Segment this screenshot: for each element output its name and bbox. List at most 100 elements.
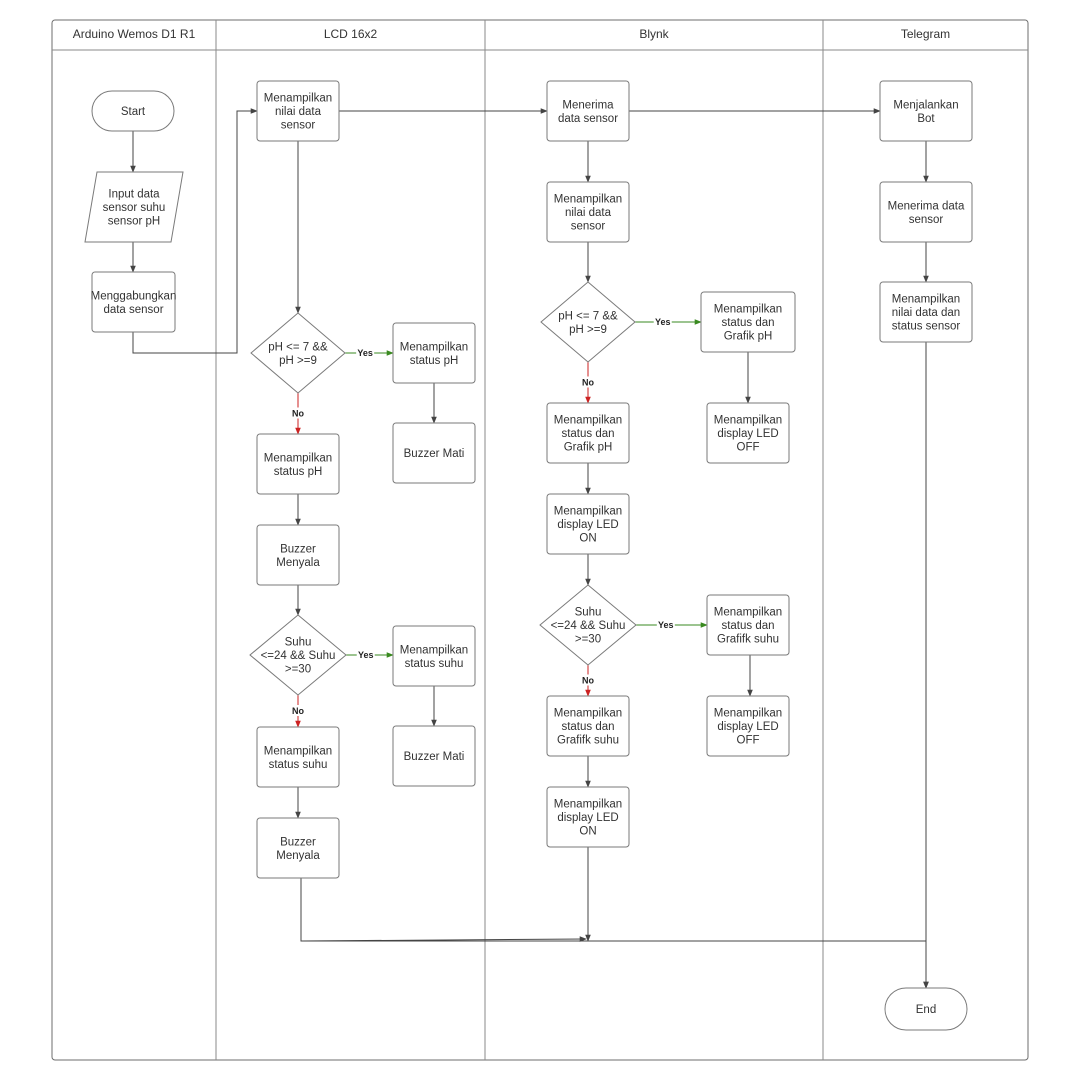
node-lcd_buzz_off1: Buzzer Mati bbox=[392, 422, 476, 484]
edge-label-yes: Yes bbox=[658, 620, 674, 630]
process-box bbox=[546, 402, 630, 464]
lane-title-telegram: Telegram bbox=[901, 27, 950, 41]
connector-merge-to-lcd_show bbox=[132, 108, 258, 354]
node-label: Buzzer Mati bbox=[404, 448, 465, 460]
node-label: Buzzer Mati bbox=[404, 751, 465, 763]
process-box bbox=[879, 281, 973, 343]
edge-label-bg bbox=[579, 674, 597, 686]
node-label: pH <= 7 &&pH >=9 bbox=[558, 310, 618, 336]
decision-diamond bbox=[250, 312, 346, 394]
edge-label-bg bbox=[579, 376, 597, 388]
lane-title-lcd: LCD 16x2 bbox=[324, 27, 378, 41]
node-label: pH <= 7 &&pH >=9 bbox=[268, 341, 328, 367]
edge-label-no: No bbox=[582, 676, 594, 686]
edge-label-bg bbox=[653, 316, 672, 327]
process-box bbox=[879, 181, 973, 243]
edge-label-yes: Yes bbox=[357, 348, 373, 358]
edge-label-yes: Yes bbox=[655, 317, 671, 327]
edge-label-no: No bbox=[292, 409, 304, 419]
process-box bbox=[706, 402, 790, 464]
edge-label-yes: Yes bbox=[358, 650, 374, 660]
process-box bbox=[546, 80, 630, 142]
process-box bbox=[256, 817, 340, 879]
process-box bbox=[392, 625, 476, 687]
edge-label-bg bbox=[289, 705, 307, 716]
node-label: Suhu<=24 && Suhu>=30 bbox=[261, 637, 336, 676]
decision-diamond bbox=[249, 614, 347, 696]
edge-label-bg bbox=[356, 347, 375, 358]
connector-merge-arrow bbox=[300, 936, 587, 942]
edge-label-no: No bbox=[292, 706, 304, 716]
node-bl_suhu_dec: Suhu<=24 && Suhu>=30 bbox=[539, 584, 637, 666]
node-lcd_suhu_dec: Suhu<=24 && Suhu>=30 bbox=[249, 614, 347, 696]
process-box bbox=[256, 80, 340, 142]
node-label: End bbox=[916, 1004, 936, 1016]
process-box bbox=[256, 524, 340, 586]
decision-diamond bbox=[540, 281, 636, 363]
process-box bbox=[392, 322, 476, 384]
process-box bbox=[706, 695, 790, 757]
node-bl_ph_dec: pH <= 7 &&pH >=9 bbox=[540, 281, 636, 363]
process-box bbox=[392, 422, 476, 484]
process-box bbox=[879, 80, 973, 142]
node-lcd_buzz_off2: Buzzer Mati bbox=[392, 725, 476, 787]
process-box bbox=[91, 271, 176, 333]
process-box bbox=[546, 181, 630, 243]
decision-diamond bbox=[539, 584, 637, 666]
edge-label-bg bbox=[356, 649, 375, 660]
process-box bbox=[256, 726, 340, 788]
node-start: Start bbox=[91, 90, 175, 132]
terminal-shape bbox=[91, 90, 175, 132]
edge-label-bg bbox=[289, 407, 307, 419]
edge-label-bg bbox=[656, 619, 675, 630]
process-box bbox=[546, 695, 630, 757]
lane-title-blynk: Blynk bbox=[639, 27, 669, 41]
process-box bbox=[546, 493, 630, 555]
input-parallelogram bbox=[84, 171, 184, 243]
process-box bbox=[392, 725, 476, 787]
node-label: Suhu<=24 && Suhu>=30 bbox=[551, 607, 626, 646]
process-box bbox=[256, 433, 340, 495]
